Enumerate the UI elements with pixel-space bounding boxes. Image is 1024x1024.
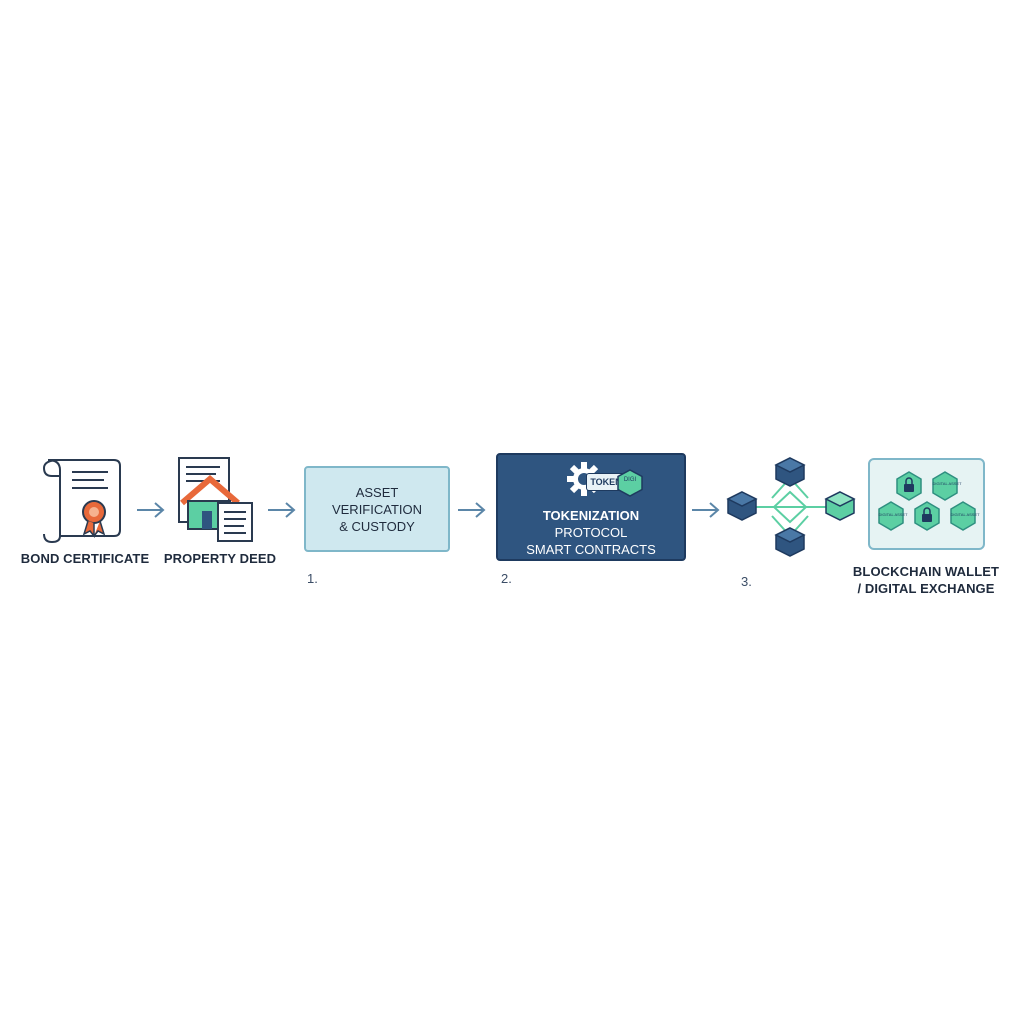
arrow-right-icon	[137, 502, 165, 518]
blockchain-network-icon	[726, 457, 856, 557]
blockchain-wallet-label: BLOCKCHAIN WALLET / DIGITAL EXCHANGE	[846, 563, 1006, 597]
arrow-right-icon	[268, 502, 296, 518]
asset-verification-line: ASSET	[355, 484, 399, 500]
bond-certificate-label: BOND CERTIFICATE	[20, 551, 150, 566]
property-deed-icon	[178, 457, 253, 542]
step-2-number: 2.	[501, 571, 512, 586]
blockchain-wallet-line: / DIGITAL EXCHANGE	[857, 581, 995, 596]
asset-verification-line: VERIFICATION	[331, 501, 423, 517]
hexagon-token-icon	[617, 469, 643, 497]
arrow-right-icon	[458, 502, 486, 518]
blockchain-wallet-line: BLOCKCHAIN WALLET	[852, 564, 1000, 579]
digital-badge-text: DIGI	[623, 477, 637, 483]
hex-asset-label: DIGITAL ASSET	[950, 512, 980, 517]
tokenization-line: TOKENIZATION	[542, 508, 640, 523]
arrow-right-icon	[692, 502, 720, 518]
bond-certificate-icon	[42, 459, 121, 544]
step-3-number: 3.	[741, 574, 752, 589]
tokenization-line: PROTOCOL	[554, 525, 628, 540]
tokenization-protocol-box: TOKEN DIGI TOKENIZATION PROTOCOL SMART C…	[496, 453, 686, 561]
hex-asset-label: DIGITAL ASSET	[932, 481, 962, 486]
tokenization-text: TOKENIZATION PROTOCOL SMART CONTRACTS	[498, 507, 684, 558]
blockchain-wallet-panel: DIGITAL ASSET DIGITAL ASSET DIGITAL ASSE…	[868, 458, 985, 550]
digital-asset-hexagons-icon	[878, 471, 976, 531]
asset-verification-box: ASSET VERIFICATION & CUSTODY	[304, 466, 450, 552]
tokenization-line: SMART CONTRACTS	[526, 542, 656, 557]
step-1-number: 1.	[307, 571, 318, 586]
asset-verification-line: & CUSTODY	[339, 518, 415, 534]
property-deed-label: PROPERTY DEED	[163, 551, 277, 566]
hex-asset-label: DIGITAL ASSET	[878, 512, 908, 517]
